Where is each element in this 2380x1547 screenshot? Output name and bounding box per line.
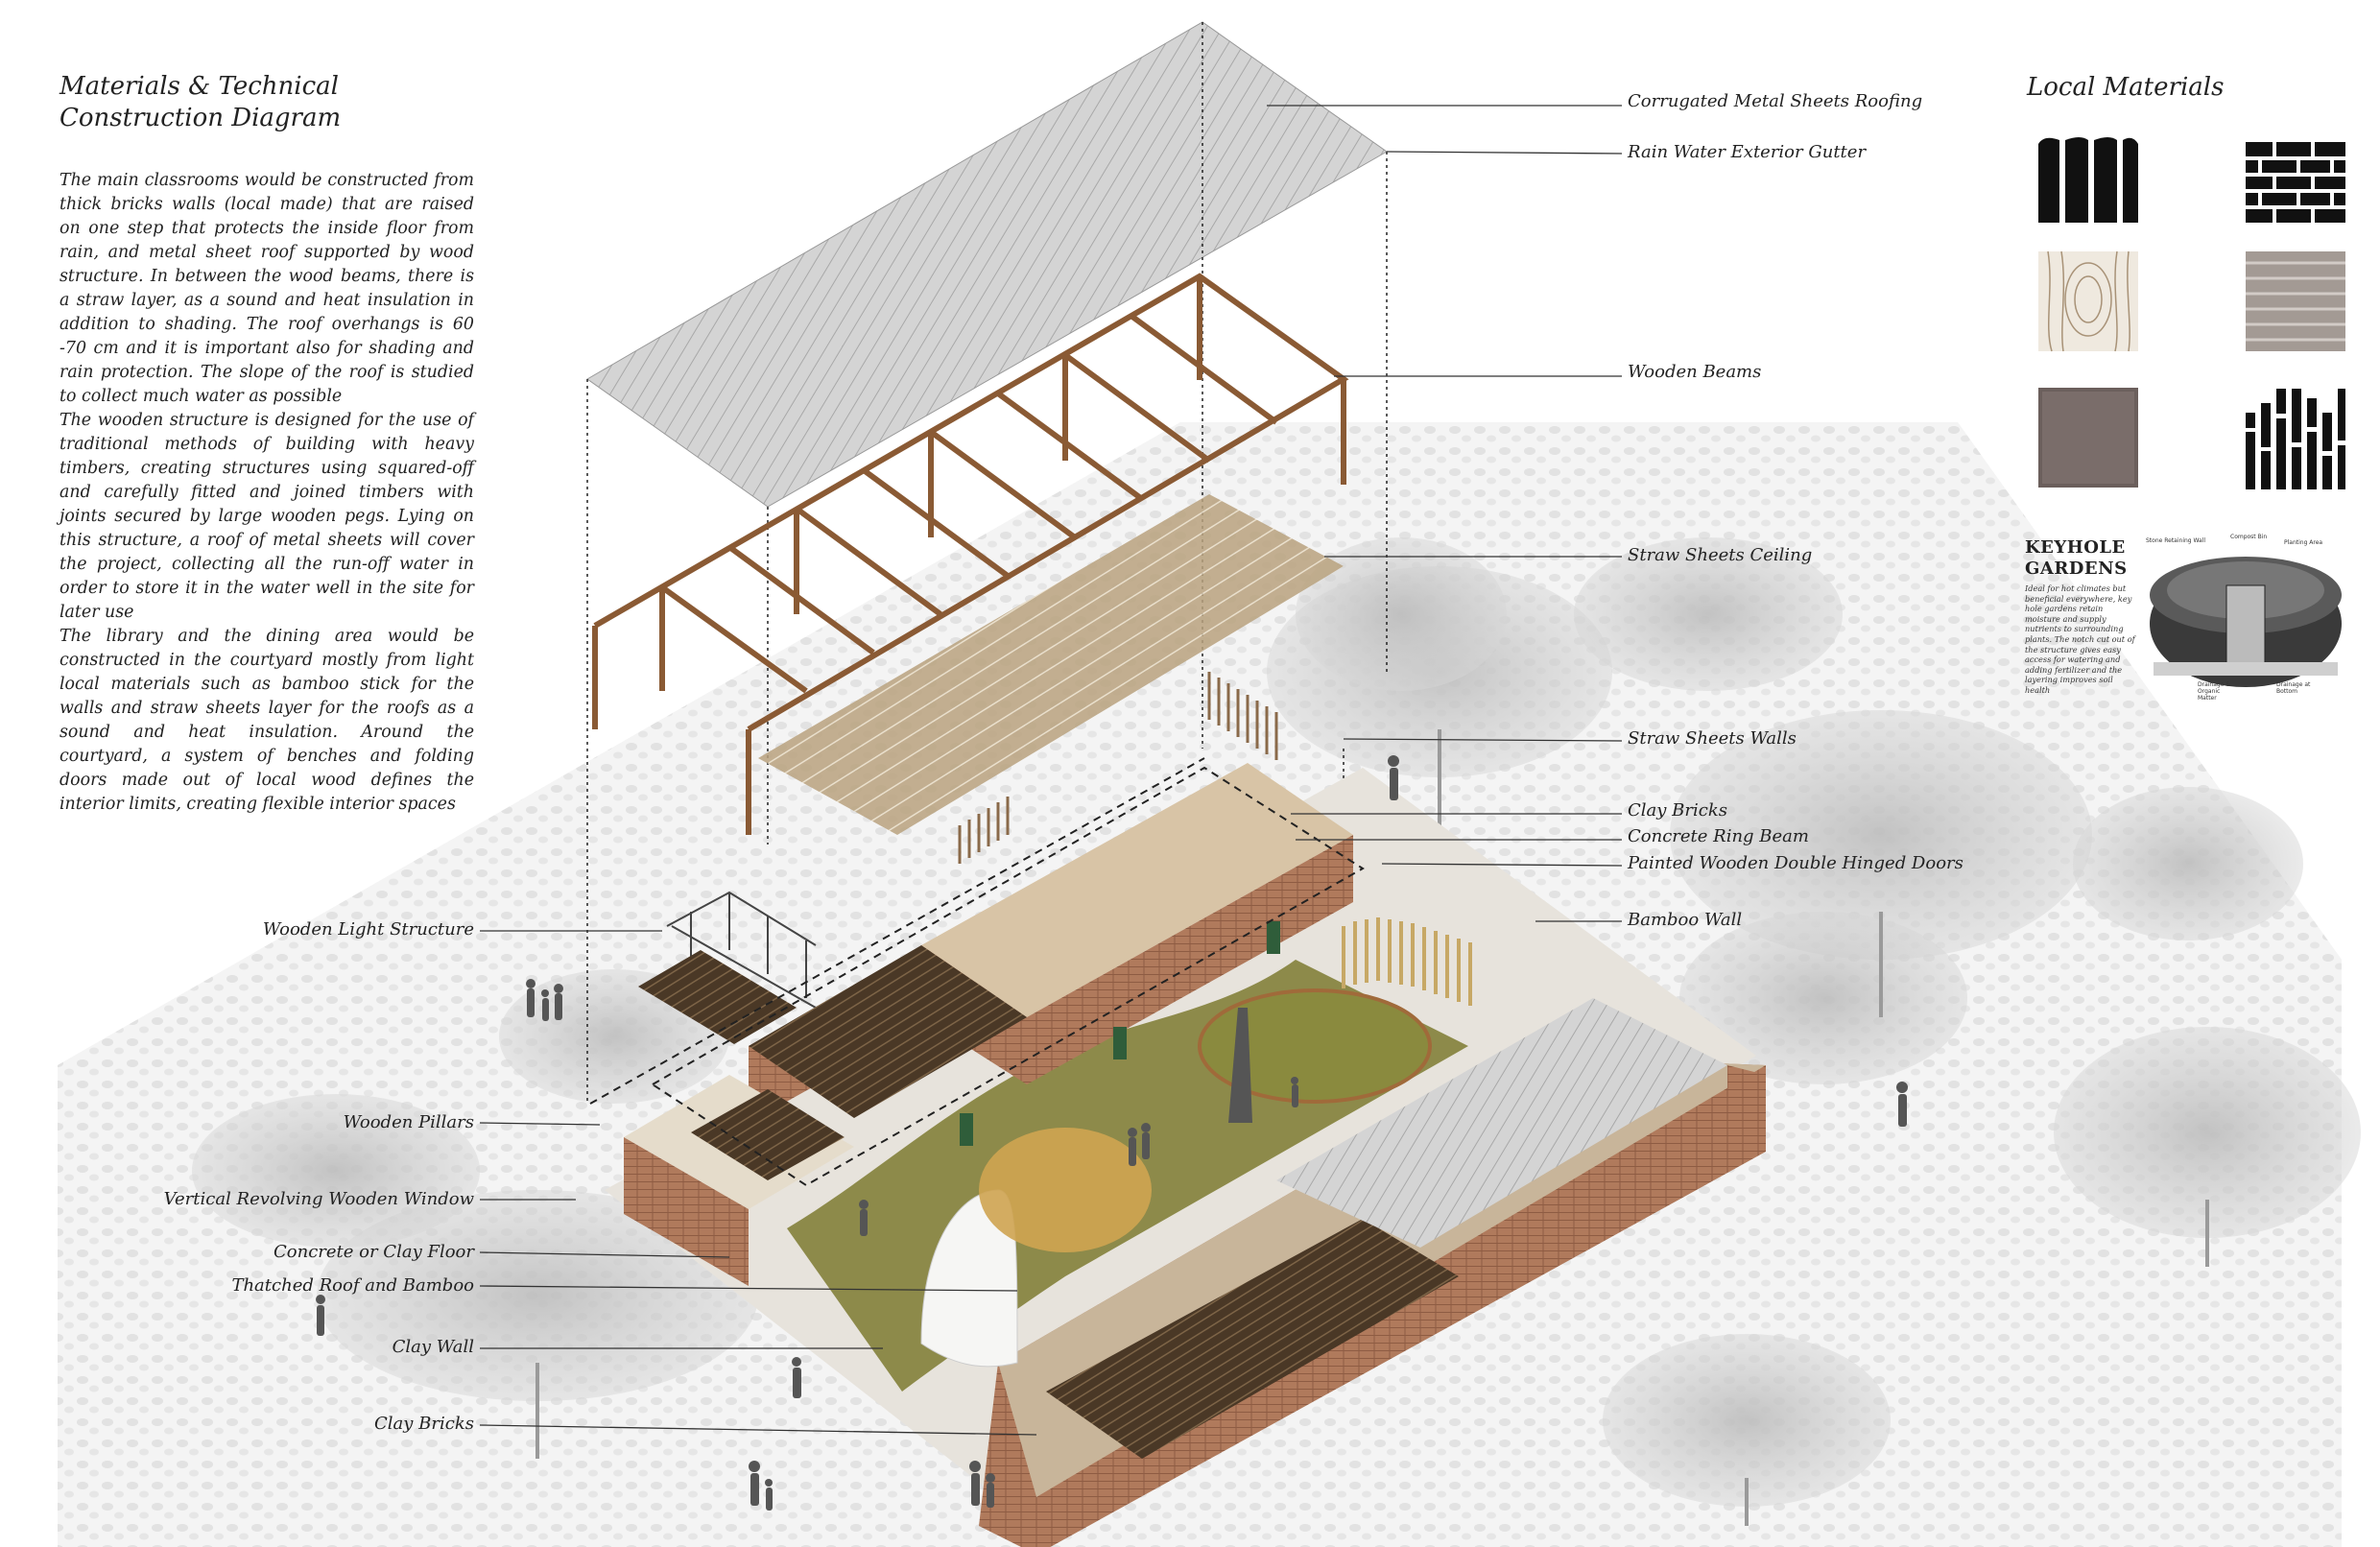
- local-materials-title: Local Materials: [2027, 73, 2225, 102]
- title-line-2: Construction Diagram: [60, 104, 342, 132]
- swatch-brick: [2246, 142, 2345, 223]
- label-doors: Painted Wooden Double Hinged Doors: [1628, 853, 1964, 873]
- label-straw-ceiling: Straw Sheets Ceiling: [1628, 545, 1813, 565]
- label-bamboo-wall: Bamboo Wall: [1628, 910, 1743, 930]
- label-wooden-pillars: Wooden Pillars: [343, 1112, 474, 1132]
- label-straw-walls: Straw Sheets Walls: [1628, 728, 1797, 749]
- keyhole-garden-diagram: [2150, 557, 2342, 687]
- description-paragraph: The library and the dining area would be…: [60, 627, 474, 814]
- title-line-1: Materials & Technical: [60, 72, 339, 101]
- people-silhouettes: [316, 755, 1908, 1511]
- label-gutter: Rain Water Exterior Gutter: [1628, 142, 1867, 162]
- trees: [192, 537, 2361, 1507]
- label-thatched-roof: Thatched Roof and Bamboo: [231, 1275, 474, 1296]
- label-clay-bricks-top: Clay Bricks: [1628, 800, 1727, 821]
- keyhole-title-line-2: GARDENS: [2025, 559, 2128, 579]
- description-paragraph: The wooden structure is designed for the…: [60, 411, 474, 622]
- label-floor: Concrete or Clay Floor: [274, 1242, 474, 1262]
- dashed-outlines: [589, 757, 1365, 1187]
- description-text: The main classrooms would be constructed…: [60, 169, 474, 817]
- wooden-light-structure: [666, 891, 817, 1009]
- label-revolving-window: Vertical Revolving Wooden Window: [163, 1189, 474, 1209]
- swatch-thatch: [2038, 388, 2138, 488]
- local-materials-swatches: [2038, 137, 2345, 489]
- page-title: Materials & Technical Construction Diagr…: [60, 71, 341, 134]
- straw-walls: [958, 672, 1278, 864]
- keyhole-label-stone-wall: Stone Retaining Wall: [2146, 537, 2206, 544]
- label-ring-beam: Concrete Ring Beam: [1628, 826, 1809, 846]
- swatch-wood: [2038, 250, 2138, 352]
- label-clay-wall: Clay Wall: [392, 1337, 474, 1357]
- label-light-structure: Wooden Light Structure: [262, 919, 474, 940]
- label-corrugated-roofing: Corrugated Metal Sheets Roofing: [1628, 91, 1923, 111]
- keyhole-label-drainage-organic: Drainage & Organic Matter: [2198, 681, 2230, 702]
- keyhole-label-compost: Compost Bin: [2230, 534, 2268, 540]
- keyhole-label-planting: Planting Area: [2284, 539, 2323, 546]
- leader-lines: [479, 105, 1623, 1436]
- building-block: [605, 763, 1766, 1547]
- swatch-woven: [2246, 251, 2345, 351]
- keyhole-title: KEYHOLE GARDENS: [2025, 537, 2128, 580]
- keyhole-label-drainage-bottom: Drainage at Bottom: [2276, 681, 2311, 695]
- wooden-beam-frame: [592, 273, 1349, 835]
- label-wooden-beams: Wooden Beams: [1628, 362, 1762, 382]
- description-paragraph: The main classrooms would be constructed…: [60, 171, 474, 406]
- straw-ceiling: [758, 494, 1344, 835]
- keyhole-title-line-1: KEYHOLE: [2025, 537, 2126, 558]
- swatch-bamboo: [2246, 389, 2345, 489]
- swatch-corrugated: [2038, 137, 2138, 223]
- light-structure-slats: [638, 950, 797, 1044]
- keyhole-description: Ideal for hot climates but beneficial ev…: [2025, 583, 2135, 695]
- label-clay-bricks-bottom: Clay Bricks: [374, 1414, 474, 1434]
